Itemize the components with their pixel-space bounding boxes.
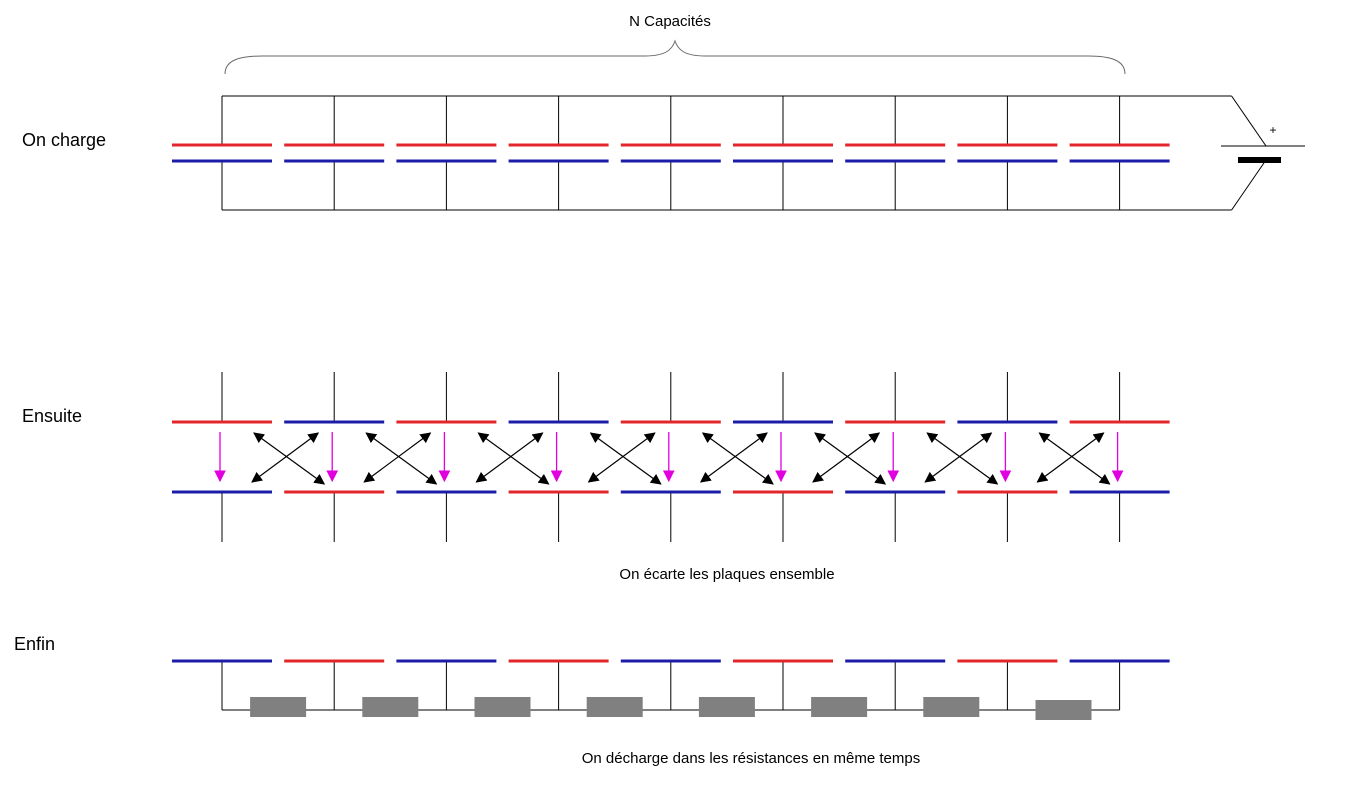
resistor xyxy=(250,697,307,717)
resistors-layer xyxy=(250,697,1092,720)
interaction-arrow xyxy=(814,432,887,485)
interaction-arrow xyxy=(363,432,432,483)
interaction-arrow xyxy=(1038,432,1111,485)
resistor xyxy=(1035,700,1092,720)
interaction-arrow xyxy=(1036,432,1105,483)
label-on-charge: On charge xyxy=(22,130,106,150)
resistor xyxy=(698,697,755,717)
caption-discharge: On décharge dans les résistances en même… xyxy=(582,750,921,767)
label-ensuite: Ensuite xyxy=(22,406,82,426)
interaction-arrow xyxy=(251,432,320,483)
interaction-arrow xyxy=(589,432,662,485)
interaction-arrow xyxy=(477,432,550,485)
wires-layer xyxy=(221,95,1267,711)
arrows-layer xyxy=(214,432,1124,485)
interaction-arrow xyxy=(365,432,438,485)
battery xyxy=(1221,145,1305,163)
plates-layer xyxy=(172,143,1170,663)
interaction-arrow xyxy=(926,432,999,485)
label-enfin: Enfin xyxy=(14,634,55,654)
capacitors-brace xyxy=(224,39,1126,75)
resistor xyxy=(362,697,419,717)
interaction-arrow xyxy=(699,432,768,483)
interaction-arrow xyxy=(701,432,774,485)
battery-lead-positive xyxy=(1231,95,1267,147)
interaction-arrow xyxy=(924,432,993,483)
interaction-arrow xyxy=(587,432,656,483)
resistor xyxy=(586,697,643,717)
interaction-arrow xyxy=(812,432,881,483)
resistor xyxy=(474,697,531,717)
resistor xyxy=(923,697,980,717)
battery-lead-negative xyxy=(1231,159,1267,211)
brace-label: N Capacités xyxy=(629,13,711,30)
resistor xyxy=(811,697,868,717)
caption-separate: On écarte les plaques ensemble xyxy=(619,566,834,583)
interaction-arrow xyxy=(475,432,544,483)
interaction-arrow xyxy=(253,432,326,485)
battery-negative-plate xyxy=(1238,157,1281,163)
battery-plus-sign: + xyxy=(1269,123,1276,137)
